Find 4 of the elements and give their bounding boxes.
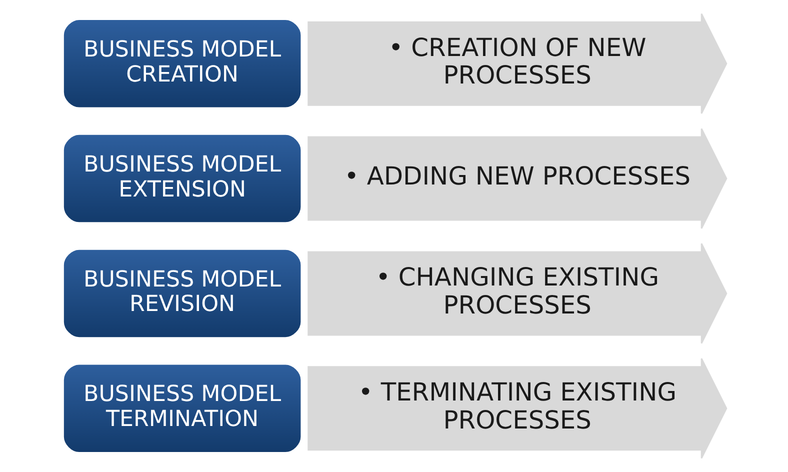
node-box: BUSINESS MODEL EXTENSION xyxy=(60,132,303,225)
node-box: BUSINESS MODEL REVISION xyxy=(60,247,303,340)
node-box: BUSINESS MODEL TERMINATION xyxy=(60,362,303,455)
node-box: BUSINESS MODEL CREATION xyxy=(60,17,303,110)
